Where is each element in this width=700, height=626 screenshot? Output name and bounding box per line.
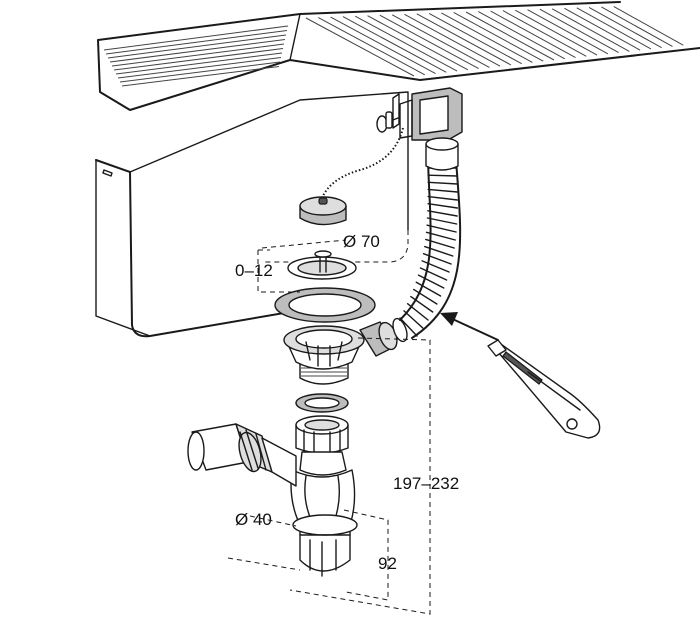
dimension-lines <box>227 239 431 615</box>
pop-up-knob <box>376 111 399 133</box>
sink-bowl <box>95 91 409 338</box>
plug-stopper <box>299 196 347 226</box>
overflow-assembly <box>319 87 463 206</box>
height-range-label: 197–232 <box>393 474 459 493</box>
flange-ring <box>274 287 376 323</box>
pipe-diameter-label: Ø 40 <box>235 510 272 529</box>
overflow-connector <box>359 317 408 357</box>
gap-label: 0–12 <box>235 261 273 280</box>
strainer-grate <box>287 250 357 280</box>
cut-arrow <box>440 312 499 341</box>
trap-height-label: 92 <box>378 554 397 573</box>
countertop <box>97 1 700 111</box>
overflow-hose <box>399 137 462 339</box>
outlet-diameter-label: Ø 70 <box>343 232 380 251</box>
plug-chain <box>319 127 404 206</box>
bottle-trap <box>187 415 358 577</box>
drain-basket-body <box>283 325 365 385</box>
utility-knife <box>487 339 601 439</box>
seal-washer <box>295 393 349 413</box>
